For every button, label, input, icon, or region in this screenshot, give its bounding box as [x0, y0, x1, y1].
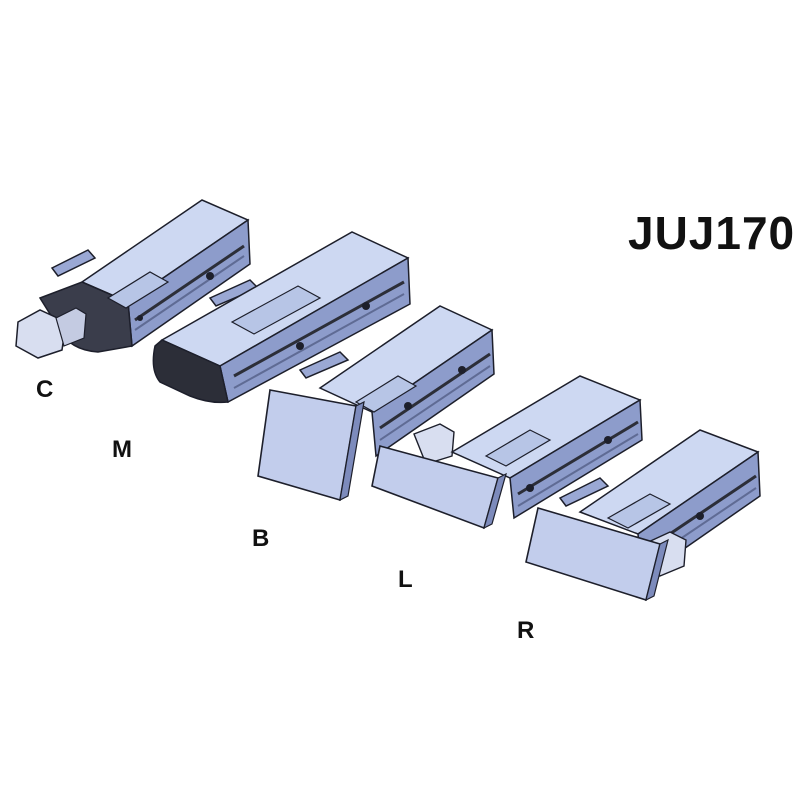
actuator-m-carriage [230, 285, 322, 335]
actuator-l-carriage [484, 429, 552, 467]
actuator-b-plate-edge [339, 400, 365, 502]
actuator-c-sensor [206, 272, 214, 280]
variant-label-l: L [398, 566, 413, 593]
actuator-b [257, 305, 495, 502]
actuator-c [15, 199, 251, 359]
actuator-r-carriage [606, 493, 672, 529]
actuator-r-plate-edge [645, 538, 669, 602]
model-title: JUJ170 [628, 207, 796, 259]
actuator-b-slot2 [379, 365, 491, 441]
actuator-m-slot [233, 280, 405, 378]
actuator-l-sensor2 [604, 436, 612, 444]
actuator-r [525, 429, 761, 602]
actuator-b-rail [298, 351, 350, 379]
actuator-m-sensor [296, 342, 304, 350]
actuator-l-slot [517, 420, 639, 496]
actuator-c-coupler [55, 307, 87, 347]
actuator-l-plate-edge [483, 472, 507, 530]
actuator-c-slot [134, 244, 245, 322]
actuator-l-sensor [526, 484, 534, 492]
variant-label-r: R [517, 617, 535, 644]
actuator-c-motor [15, 309, 67, 359]
actuator-c-rail [50, 249, 97, 277]
actuator-c-slot2 [134, 255, 245, 331]
actuator-r-sensor [696, 512, 704, 520]
actuator-r-rail [558, 477, 610, 507]
variant-label-b: B [252, 525, 270, 552]
actuator-m-endcap [152, 339, 229, 404]
actuator-c-carriage [106, 271, 170, 309]
actuator-l-slot2 [517, 433, 639, 507]
actuator-m [152, 231, 411, 404]
variant-label-c: C [36, 376, 54, 403]
actuator-b-carriage [354, 375, 418, 413]
actuator-c-sensor2 [137, 315, 143, 321]
actuator-m-slot2 [233, 293, 405, 389]
actuator-b-plate [257, 389, 357, 502]
actuator-b-slot [379, 352, 491, 430]
actuator-b-sensor [404, 402, 412, 410]
actuator-l [371, 375, 643, 530]
actuator-m-sensor2 [362, 302, 370, 310]
variant-label-m: M [112, 436, 132, 463]
actuator-b-sensor2 [458, 366, 466, 374]
